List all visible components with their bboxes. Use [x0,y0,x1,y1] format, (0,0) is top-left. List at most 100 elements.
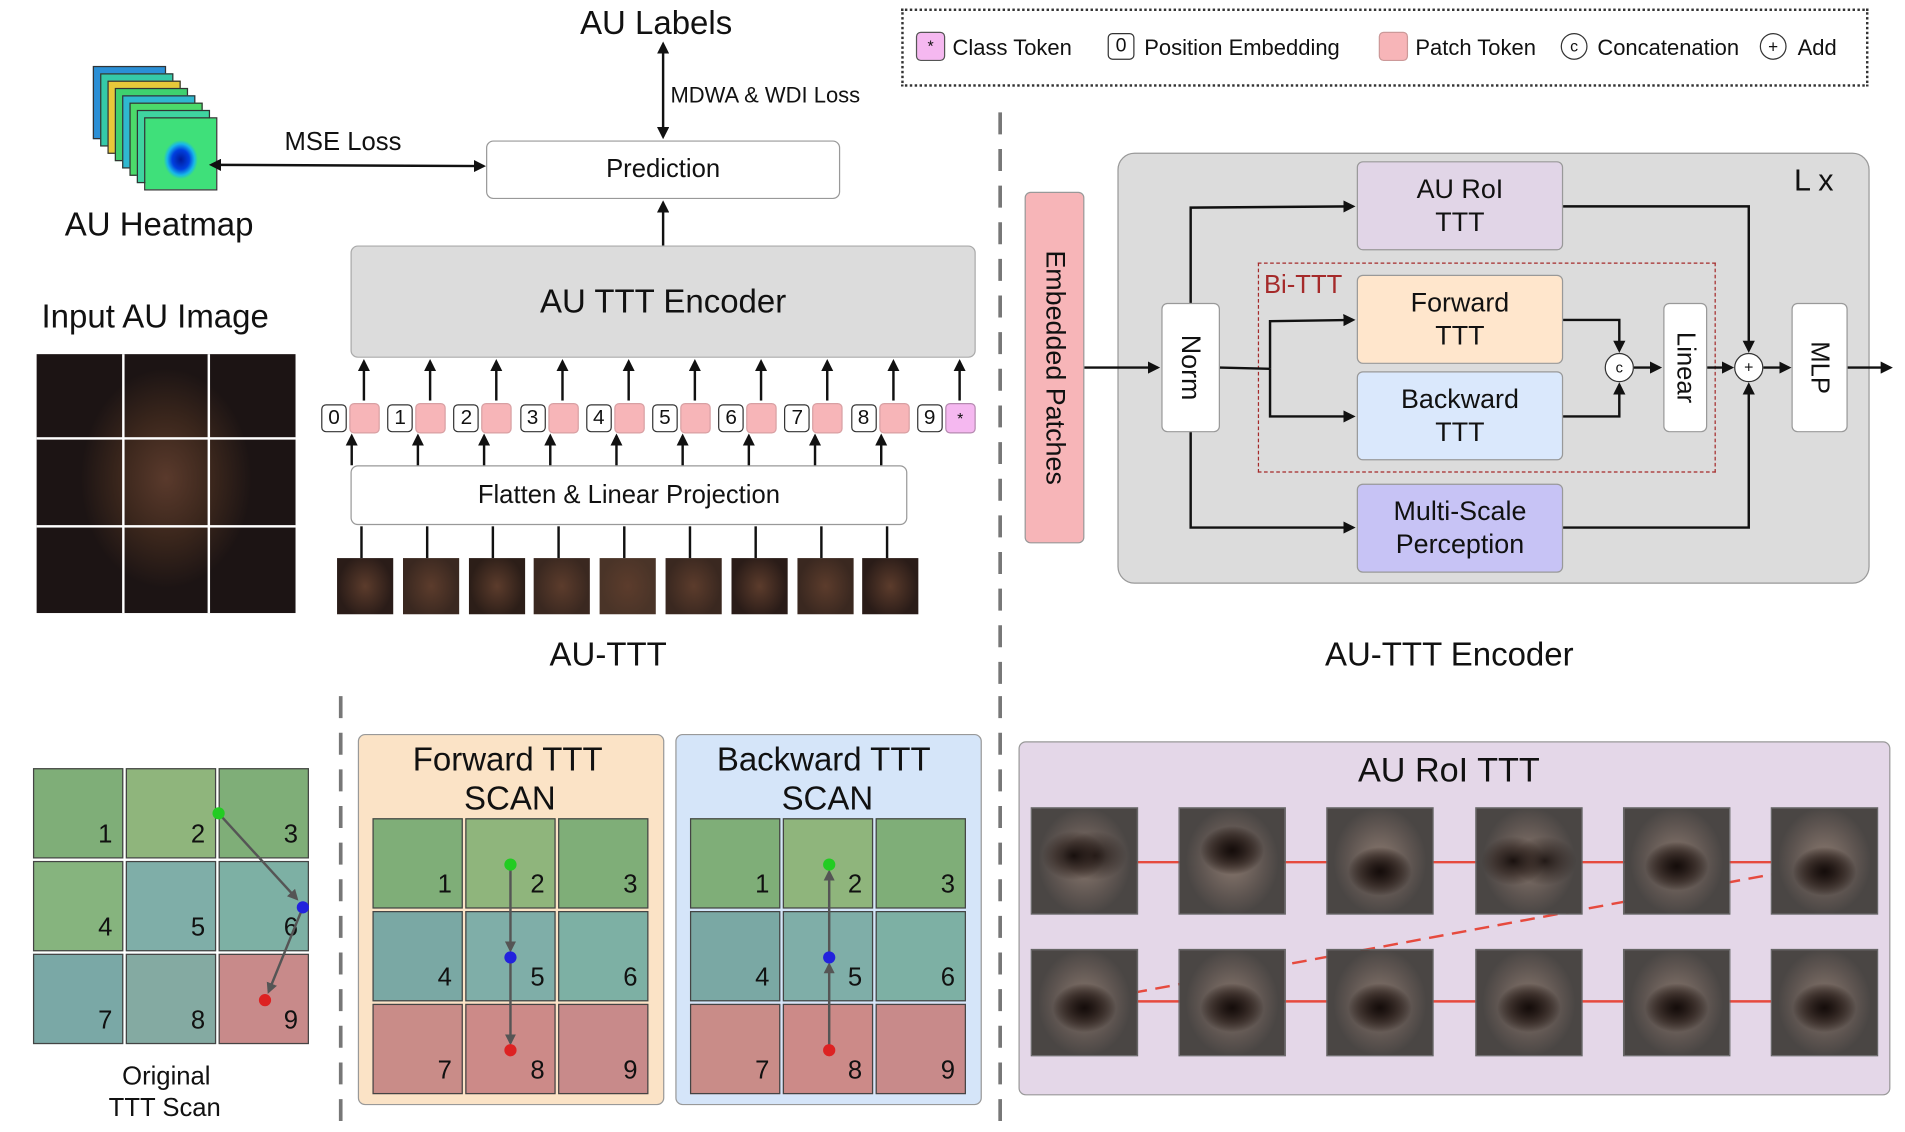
scan-grid-cell: 1 [689,818,781,909]
legend-add-icon: + [1759,32,1787,60]
input-face-image [36,354,296,614]
legend-position-embedding-label: Position Embedding [1144,35,1340,60]
face-patch-image [337,558,394,615]
legend-class-token-swatch: * [915,31,946,62]
scan-cell-number: 4 [98,913,113,942]
position-embedding-token: 0 [321,404,347,433]
roi-face-image [1475,948,1583,1057]
scan-cell-number: 1 [437,870,452,899]
original-scan-label-line2: TTT Scan [108,1094,221,1123]
patch-token [349,402,380,434]
scan-cell-number: 6 [623,963,638,992]
patch-token [680,402,711,434]
face-patch-image [796,558,854,615]
scan-grid-cell: 7 [32,953,124,1045]
scan-cell-number: 5 [847,963,863,992]
roi-face-image [1326,807,1434,915]
face-patch-image [665,558,722,615]
scan-cell-number: 3 [940,870,955,899]
scan-cell-number: 6 [283,913,298,942]
prediction-box: Prediction [486,140,841,200]
roi-face-image [1622,807,1731,915]
scan-grid-cell: 3 [558,818,649,909]
scan-grid-cell: 7 [689,1003,781,1095]
face-patch-image [599,558,657,615]
position-embedding-token: 2 [453,404,480,433]
embedded-patches-box: Embedded Patches [1024,191,1085,544]
roi-face-image [1178,948,1286,1057]
position-embedding-token: 6 [718,404,744,433]
scan-grid-cell: 9 [875,1003,966,1095]
norm-box: Norm [1161,302,1220,433]
input-image-label: Input AU Image [41,297,269,335]
position-embedding-token: 9 [916,404,943,433]
scan-cell-number: 8 [190,1006,206,1035]
scan-cell-number: 5 [190,913,206,942]
mlp-box: MLP [1791,302,1848,433]
backward-scan-title-line1: Backward TTT [716,741,931,778]
legend-class-token-label: Class Token [952,35,1072,60]
multi-scale-perception-box: Multi-Scale Perception [1356,483,1564,573]
scan-cell-number: 4 [437,963,452,992]
mse-loss-label: MSE Loss [284,128,402,157]
scan-cell-number: 9 [940,1056,955,1085]
patch-token [547,402,579,434]
scan-grid-cell: 9 [558,1003,649,1095]
face-patch-image [862,558,919,615]
position-embedding-token: 5 [652,404,678,433]
face-patch-image [468,558,525,615]
scan-cell-number: 2 [847,870,863,899]
position-embedding-token: 3 [519,404,546,433]
concat-node-icon: c [1604,352,1634,383]
patch-token [746,402,777,434]
legend-position-embedding-swatch: 0 [1107,32,1135,60]
scan-cell-number: 9 [623,1056,638,1085]
scan-cell-number: 1 [755,870,770,899]
legend-patch-token-label: Patch Token [1415,35,1536,60]
face-patch-image [402,558,459,615]
face-patch-image [731,558,788,615]
legend-box [901,8,1869,87]
scan-cell-number: 6 [940,963,955,992]
scan-grid-cell: 6 [875,911,966,1002]
scan-grid-cell: 3 [218,768,309,859]
original-scan-label-line1: Original [122,1062,211,1091]
flatten-projection-box: Flatten & Linear Projection [350,465,908,526]
scan-grid-cell: 3 [875,818,966,909]
scan-cell-number: 7 [437,1056,452,1085]
scan-cell-number: 8 [530,1056,545,1085]
roi-face-image [1326,948,1434,1057]
patch-token [614,402,645,434]
roi-face-image [1030,807,1139,915]
patch-token [812,402,844,434]
add-node-icon: + [1734,352,1764,383]
roi-face-image [1622,948,1731,1057]
legend-add-label: Add [1797,35,1837,60]
scan-grid-cell: 1 [372,818,463,909]
scan-grid-cell: 7 [372,1003,463,1095]
au-ttt-encoder-box: AU TTT Encoder [350,245,976,358]
forward-ttt-box: Forward TTT [1356,274,1564,364]
legend-patch-token-swatch [1378,31,1409,62]
patch-token [415,402,446,434]
au-ttt-caption: AU-TTT [549,636,667,673]
roi-face-image [1475,807,1583,915]
scan-cell-number: 2 [530,870,545,899]
scan-cell-number: 8 [847,1056,863,1085]
roi-face-image [1030,948,1139,1057]
scan-grid-cell: 8 [125,953,217,1045]
roi-face-image [1178,807,1286,915]
scan-cell-number: 5 [530,963,545,992]
repeat-l-times-label: L x [1793,163,1834,198]
bi-ttt-label: Bi-TTT [1263,271,1343,300]
scan-grid-cell: 4 [689,911,781,1002]
scan-grid-cell: 6 [218,860,309,952]
scan-grid-cell: 4 [372,911,463,1002]
au-heatmap-stack [90,65,224,203]
patch-token [878,402,910,434]
